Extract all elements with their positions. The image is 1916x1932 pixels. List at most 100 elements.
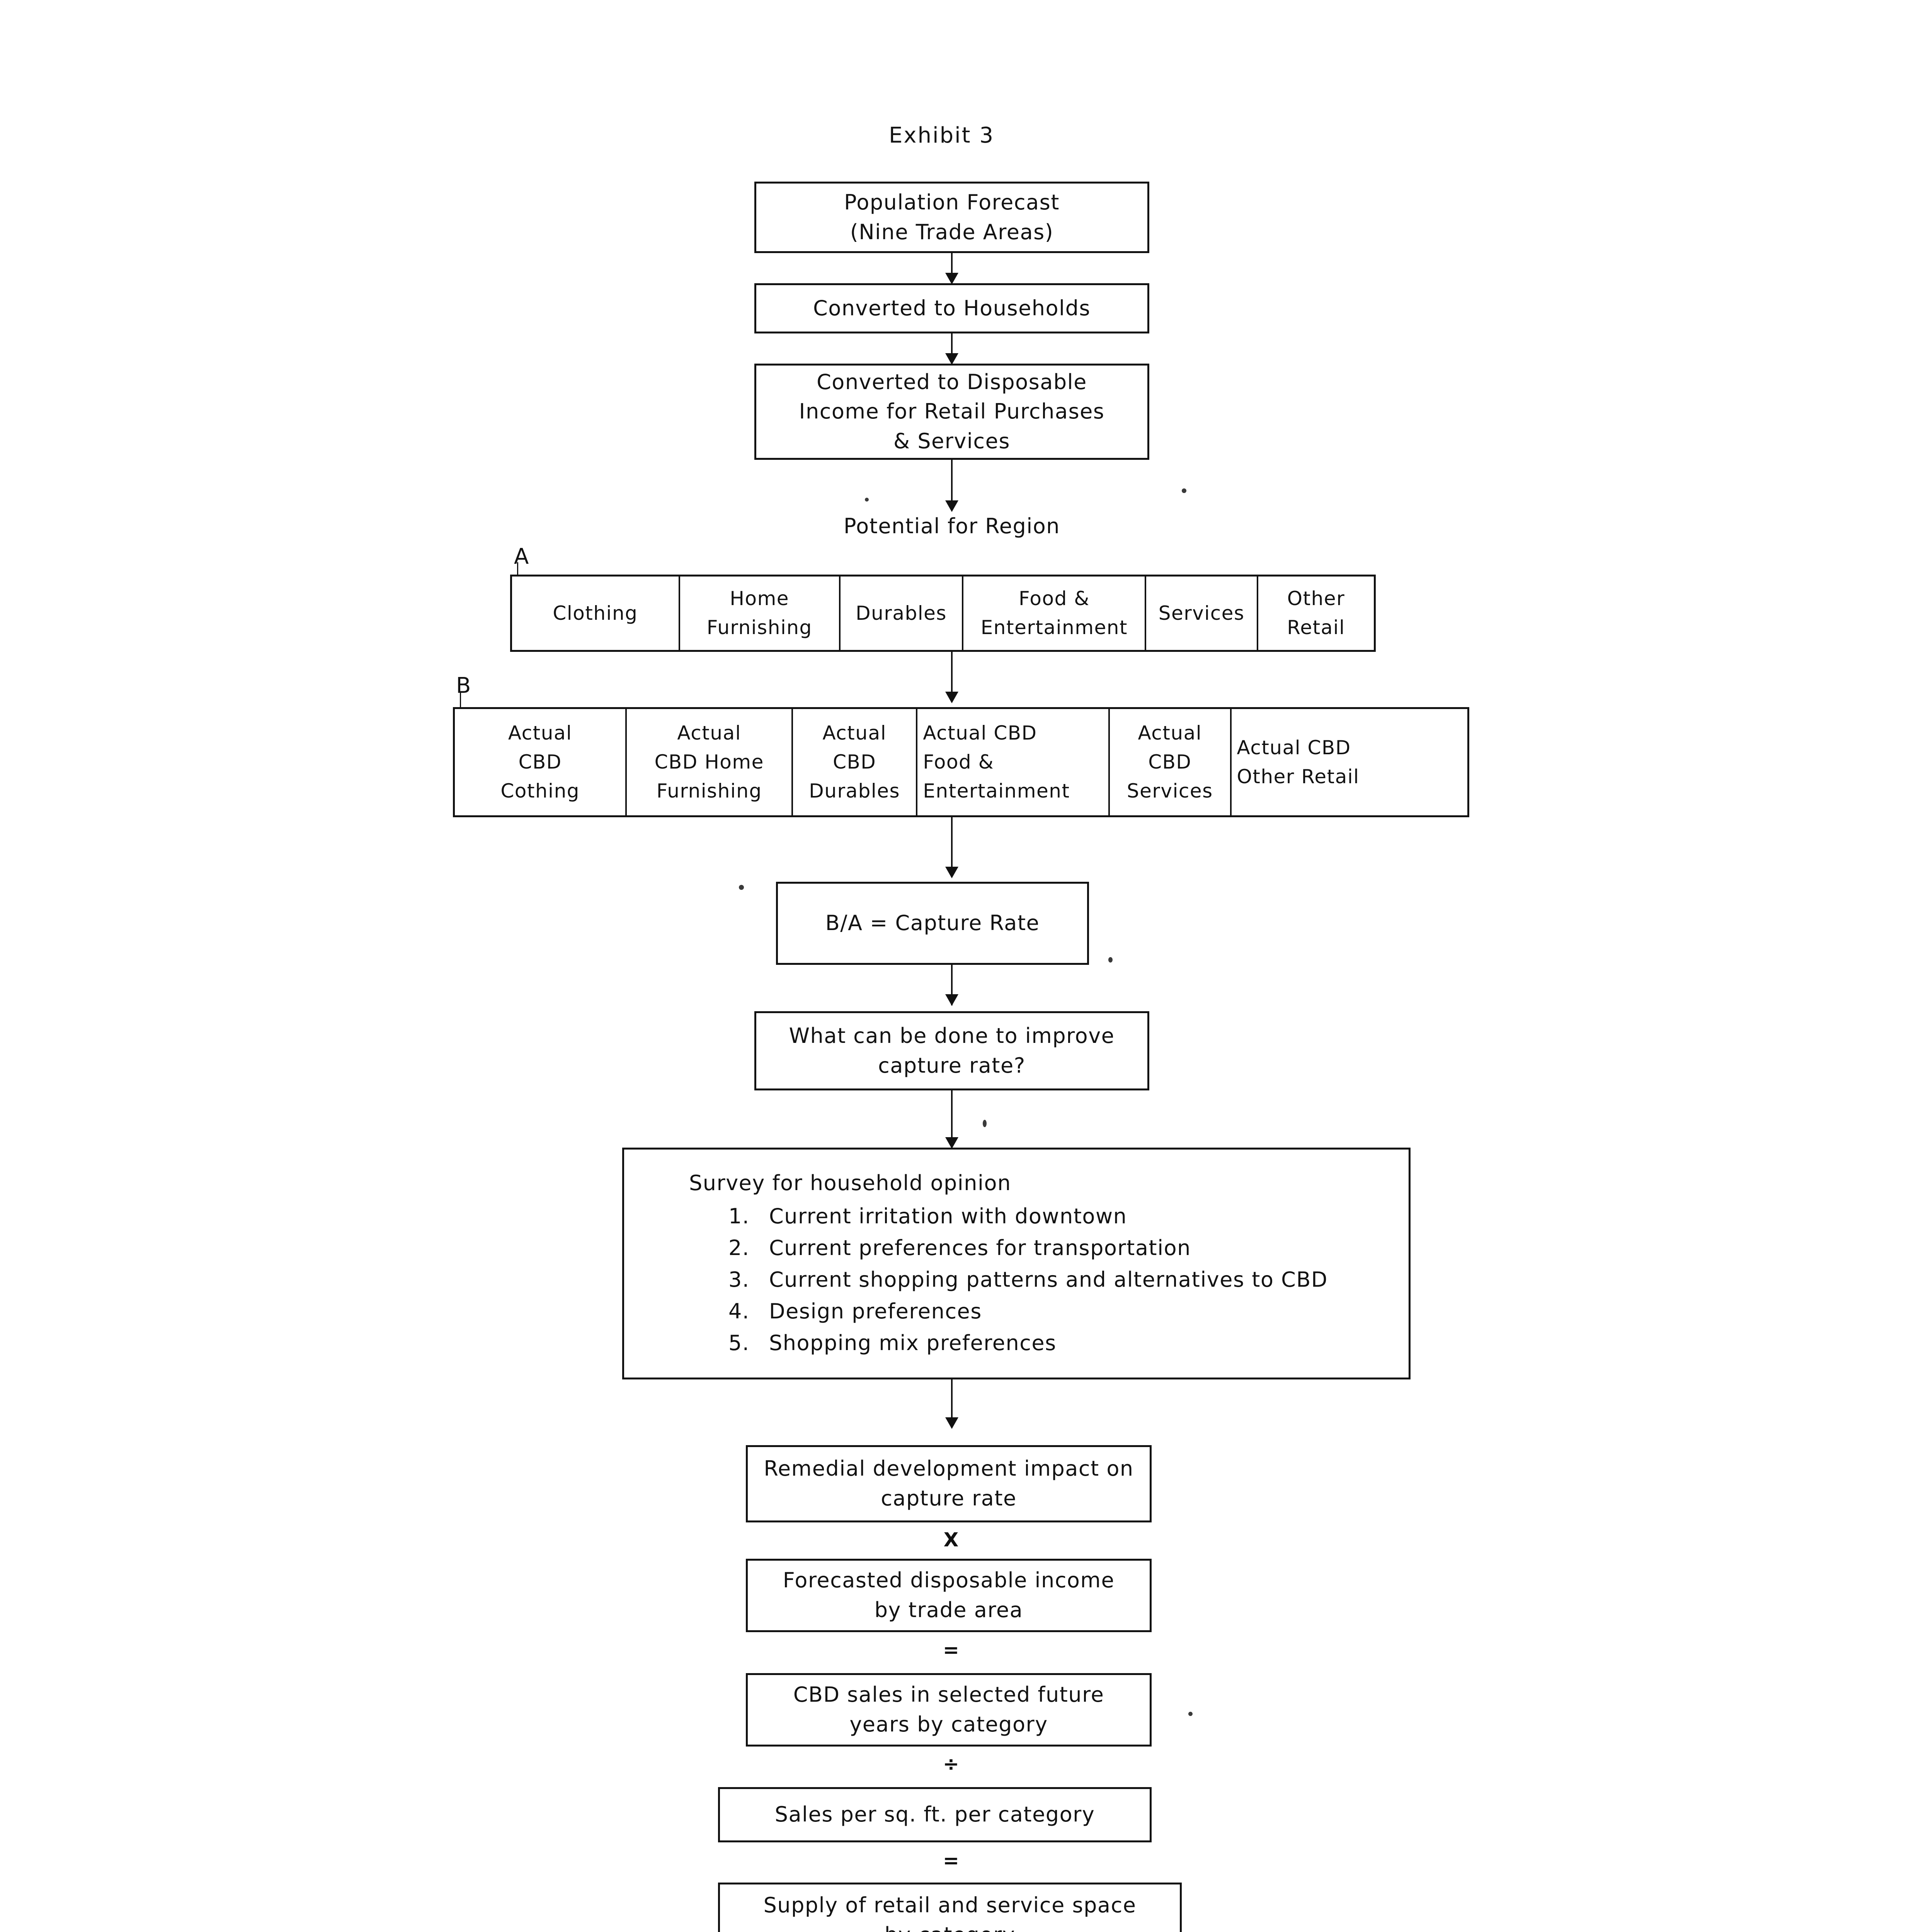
node-survey: Survey for household opinion 1.Current i… (622, 1148, 1411, 1379)
cell-line-1: Actual (677, 722, 742, 744)
population-forecast-line-1: Population Forecast (844, 190, 1060, 214)
scan-speck (865, 498, 869, 502)
supply-line-2: by category (885, 1920, 1016, 1932)
cell-line-1: Actual CBD (923, 722, 1037, 744)
forecast-income-line-1: Forecasted disposable income (783, 1568, 1115, 1593)
cell-line-1: Other (1287, 587, 1345, 610)
operator-equals-2: = (943, 1849, 959, 1872)
connector-question-to-survey (951, 1090, 953, 1148)
cell-line-2: Furnishing (706, 616, 812, 639)
connector-3 (951, 460, 953, 510)
survey-item-number: 4. (728, 1299, 750, 1324)
node-supply-retail-service-space: Supply of retail and service space by ca… (718, 1883, 1182, 1932)
cell-line-1: Actual (822, 722, 887, 744)
cell-line-3: Cothing (500, 780, 580, 802)
survey-item-text: Current irritation with downtown (769, 1204, 1127, 1228)
arrowhead-3 (945, 500, 958, 512)
remedial-line-1: Remedial development impact on (764, 1456, 1134, 1481)
remedial-line-2: capture rate (881, 1486, 1017, 1510)
cell-line-2: CBD (1148, 751, 1192, 773)
cbd-sales-line-1: CBD sales in selected future (793, 1682, 1104, 1707)
category-cell-a-label: Clothing (553, 599, 638, 628)
arrowhead-1 (945, 273, 958, 284)
scan-speck (739, 885, 744, 890)
cell-line-2: Food & (923, 751, 994, 773)
cell-line-2: Retail (1287, 616, 1345, 639)
caption-potential-for-region: Potential for Region (843, 514, 1060, 538)
cell-line-3: Entertainment (923, 780, 1070, 802)
cell-line-1: Actual (1138, 722, 1202, 744)
category-cell-b-label: Actual CBD Other Retail (1237, 733, 1360, 791)
survey-item-number: 1. (728, 1204, 750, 1228)
category-cell-a-0: Clothing (512, 577, 680, 650)
cell-line-2: CBD (518, 751, 562, 773)
category-cell-a-4: Services (1146, 577, 1259, 650)
survey-item-text: Shopping mix preferences (769, 1331, 1057, 1355)
survey-item-2: 2. Current preferences for transportation (728, 1232, 1409, 1264)
survey-item-4: 4. Design preferences (728, 1296, 1409, 1327)
category-cell-a-label: Food &Entertainment (981, 584, 1128, 642)
cell-line-2: CBD Home (654, 751, 764, 773)
node-forecasted-disposable-income: Forecasted disposable income by trade ar… (746, 1559, 1152, 1632)
row-a-leader (517, 562, 518, 578)
connector-2 (951, 333, 953, 364)
survey-item-text: Design preferences (769, 1299, 982, 1324)
connector-1 (951, 253, 953, 283)
disposable-income-line-3: & Services (893, 429, 1010, 453)
category-cell-a-label: Services (1159, 599, 1245, 628)
connector-a-to-b (951, 652, 953, 702)
node-improve-capture-question: What can be done to improve capture rate… (754, 1011, 1149, 1090)
node-remedial-development-impact: Remedial development impact on capture r… (746, 1445, 1152, 1522)
operator-equals-1: = (943, 1639, 959, 1661)
category-cell-b-label: Actual CBD Food & Entertainment (923, 719, 1070, 806)
arrowhead-survey-to-remedial (945, 1417, 958, 1429)
survey-item-3: 3.Current shopping patterns and alternat… (728, 1264, 1409, 1296)
forecast-income-line-2: by trade area (874, 1598, 1023, 1622)
operator-multiply: X (943, 1529, 959, 1551)
supply-line-1: Supply of retail and service space (763, 1893, 1137, 1917)
connector-b-to-capture (951, 817, 953, 877)
cell-line-1: Services (1158, 602, 1245, 624)
population-forecast-line-2: (Nine Trade Areas) (850, 219, 1054, 244)
node-cbd-sales-future-years: CBD sales in selected future years by ca… (746, 1673, 1152, 1747)
category-cell-b-5: Actual CBD Other Retail (1232, 709, 1467, 815)
cell-line-3: Durables (809, 780, 900, 802)
survey-item-number: 2. (728, 1236, 750, 1260)
sales-per-sqft-label: Sales per sq. ft. per category (774, 1802, 1095, 1827)
capture-rate-formula: B/A = Capture Rate (825, 911, 1040, 935)
converted-households-label: Converted to Households (813, 296, 1091, 320)
category-cell-b-3: Actual CBD Food & Entertainment (917, 709, 1110, 815)
scan-speck (1182, 488, 1186, 493)
cell-line-1: Home (730, 587, 790, 610)
survey-item-text: Current preferences for transportation (769, 1236, 1191, 1260)
survey-item-number: 5. (728, 1331, 750, 1355)
cell-line-1: Actual CBD (1237, 736, 1351, 759)
cell-line-2: Other Retail (1237, 765, 1360, 788)
category-cell-a-2: Durables (841, 577, 964, 650)
category-cell-a-3: Food &Entertainment (963, 577, 1147, 650)
survey-item-5: 5. Shopping mix preferences (728, 1327, 1409, 1359)
arrowhead-question-to-survey (945, 1137, 958, 1149)
cell-line-3: Services (1126, 780, 1213, 802)
row-label-a: A (514, 544, 529, 569)
cbd-sales-line-2: years by category (849, 1712, 1048, 1736)
cell-line-2: Entertainment (980, 616, 1128, 639)
node-converted-to-disposable-income: Converted to Disposable Income for Retai… (754, 364, 1149, 460)
node-capture-rate: B/A = Capture Rate (776, 882, 1089, 965)
operator-divide: ÷ (943, 1753, 959, 1775)
cell-line-1: Actual (508, 722, 572, 744)
node-converted-to-households: Converted to Households (754, 283, 1149, 333)
row-label-b: B (456, 673, 471, 698)
cell-line-1: Clothing (553, 602, 638, 624)
connector-survey-to-remedial (951, 1379, 953, 1428)
node-sales-per-sqft: Sales per sq. ft. per category (718, 1787, 1152, 1842)
improve-question-line-2: capture rate? (878, 1053, 1026, 1078)
